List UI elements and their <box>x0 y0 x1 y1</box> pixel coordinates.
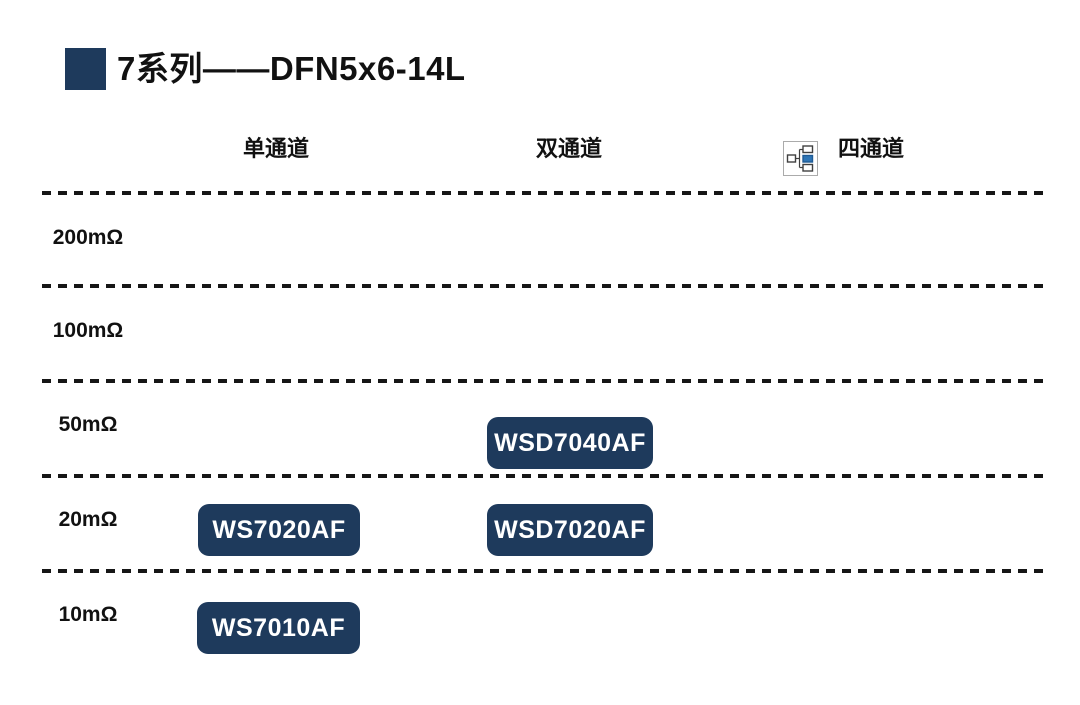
product-badge-wsd7020af: WSD7020AF <box>487 504 653 556</box>
hierarchy-chart-icon <box>783 141 818 176</box>
product-badge-ws7020af: WS7020AF <box>198 504 360 556</box>
row-label-50mohm: 50mΩ <box>58 413 118 436</box>
title-bullet-square <box>65 48 106 90</box>
gridline-above-200mohm <box>42 191 1047 195</box>
column-header-single-channel: 单通道 <box>242 136 309 161</box>
row-label-200mohm: 200mΩ <box>52 226 124 249</box>
page-title: 7系列——DFN5x6-14L <box>117 50 466 87</box>
column-header-quad-channel: 四通道 <box>837 136 904 161</box>
gridline-above-100mohm <box>42 284 1047 288</box>
row-label-20mohm: 20mΩ <box>58 508 118 531</box>
product-badge-wsd7040af: WSD7040AF <box>487 417 653 469</box>
row-label-10mohm: 10mΩ <box>58 603 118 626</box>
gridline-above-50mohm <box>42 379 1047 383</box>
column-header-dual-channel: 双通道 <box>535 136 602 161</box>
product-badge-ws7010af: WS7010AF <box>197 602 360 654</box>
gridline-above-10mohm <box>42 569 1047 573</box>
gridline-above-20mohm <box>42 474 1047 478</box>
row-label-100mohm: 100mΩ <box>52 319 124 342</box>
